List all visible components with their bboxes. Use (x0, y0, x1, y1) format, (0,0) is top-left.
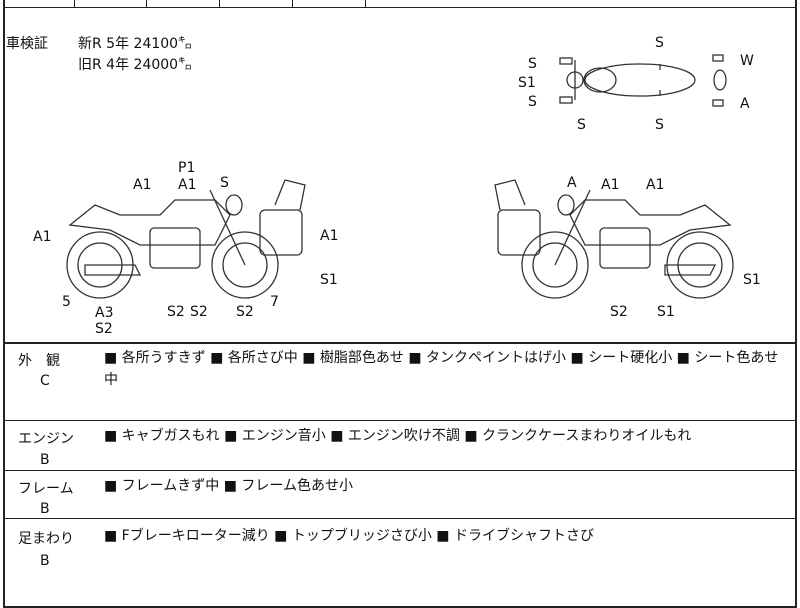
damage-label: S1 (657, 304, 675, 320)
damage-label: A1 (646, 177, 664, 193)
condition-grade: B (40, 553, 50, 569)
damage-diagram: S S1 S S S S W A P1 A1 S A1 A1 A1 S1 5 A… (33, 35, 761, 337)
damage-label: A1 (133, 177, 151, 193)
damage-label: S (528, 56, 537, 72)
condition-text: ■ キャブガスもれ ■ エンジン音小 ■ エンジン吹け不調 ■ クランクケースま… (104, 428, 692, 444)
damage-label: A1 (601, 177, 619, 193)
condition-label: フレーム (18, 481, 74, 497)
damage-label: 5 (62, 294, 71, 310)
damage-label: A1 (320, 228, 338, 244)
top-view-labels: S S1 S S S S W A (518, 35, 754, 133)
header-cell-divider (219, 0, 220, 7)
damage-label: W (740, 53, 754, 69)
top-view-drawing (559, 54, 727, 107)
condition-text: ■ フレームきず中 ■ フレーム色あせ小 (104, 478, 353, 494)
damage-label: A1 (33, 229, 51, 245)
damage-label: S2 (190, 304, 208, 320)
registration-new: 新R 5年 24100㌔ (78, 36, 193, 52)
damage-label: S2 (95, 321, 113, 337)
damage-label: S1 (320, 272, 338, 288)
row-divider (3, 420, 797, 421)
header-cell-divider (146, 0, 147, 7)
damage-label: A (567, 175, 577, 191)
condition-label: 外 観 (18, 353, 60, 369)
row-divider (3, 470, 797, 471)
condition-text: ■ 各所うすきず ■ 各所さび中 ■ 樹脂部色あせ ■ タンクペイントはげ小 ■… (104, 350, 779, 388)
condition-label: エンジン (18, 431, 74, 447)
header-cell-divider (74, 0, 75, 7)
damage-label: A1 (178, 177, 196, 193)
condition-grade: C (40, 373, 50, 389)
header-cell-divider (292, 0, 293, 7)
damage-label: P1 (178, 160, 195, 176)
right-side-drawing (494, 179, 734, 299)
condition-text: ■ Fブレーキローター減り ■ トップブリッジさび小 ■ ドライブシャフトさび (104, 528, 594, 544)
damage-label: S (655, 35, 664, 51)
damage-label: S (655, 117, 664, 133)
registration-label: 車検証 (6, 36, 48, 52)
damage-label: A (740, 96, 750, 112)
damage-label: S (220, 175, 229, 191)
damage-label: S2 (610, 304, 628, 320)
condition-grade: B (40, 452, 50, 468)
left-side-labels: P1 A1 S A1 A1 A1 S1 5 A3 S2 S2 S2 S2 7 (33, 160, 338, 337)
condition-label: 足まわり (18, 531, 74, 547)
damage-label: S (528, 94, 537, 110)
damage-label: 7 (270, 294, 279, 310)
damage-label: S2 (167, 304, 185, 320)
header-divider (3, 7, 797, 8)
header-cell-divider (365, 0, 366, 7)
registration-old: 旧R 4年 24000㌔ (78, 57, 193, 73)
right-side-labels: A A1 A1 S1 S2 S1 (567, 175, 761, 320)
damage-label: A3 (95, 305, 113, 321)
condition-grade: B (40, 501, 50, 517)
section-divider (3, 342, 797, 344)
row-divider (3, 518, 797, 519)
left-side-drawing (66, 179, 306, 299)
damage-label: S2 (236, 304, 254, 320)
damage-label: S1 (743, 272, 761, 288)
damage-label: S (577, 117, 586, 133)
damage-label: S1 (518, 75, 536, 91)
